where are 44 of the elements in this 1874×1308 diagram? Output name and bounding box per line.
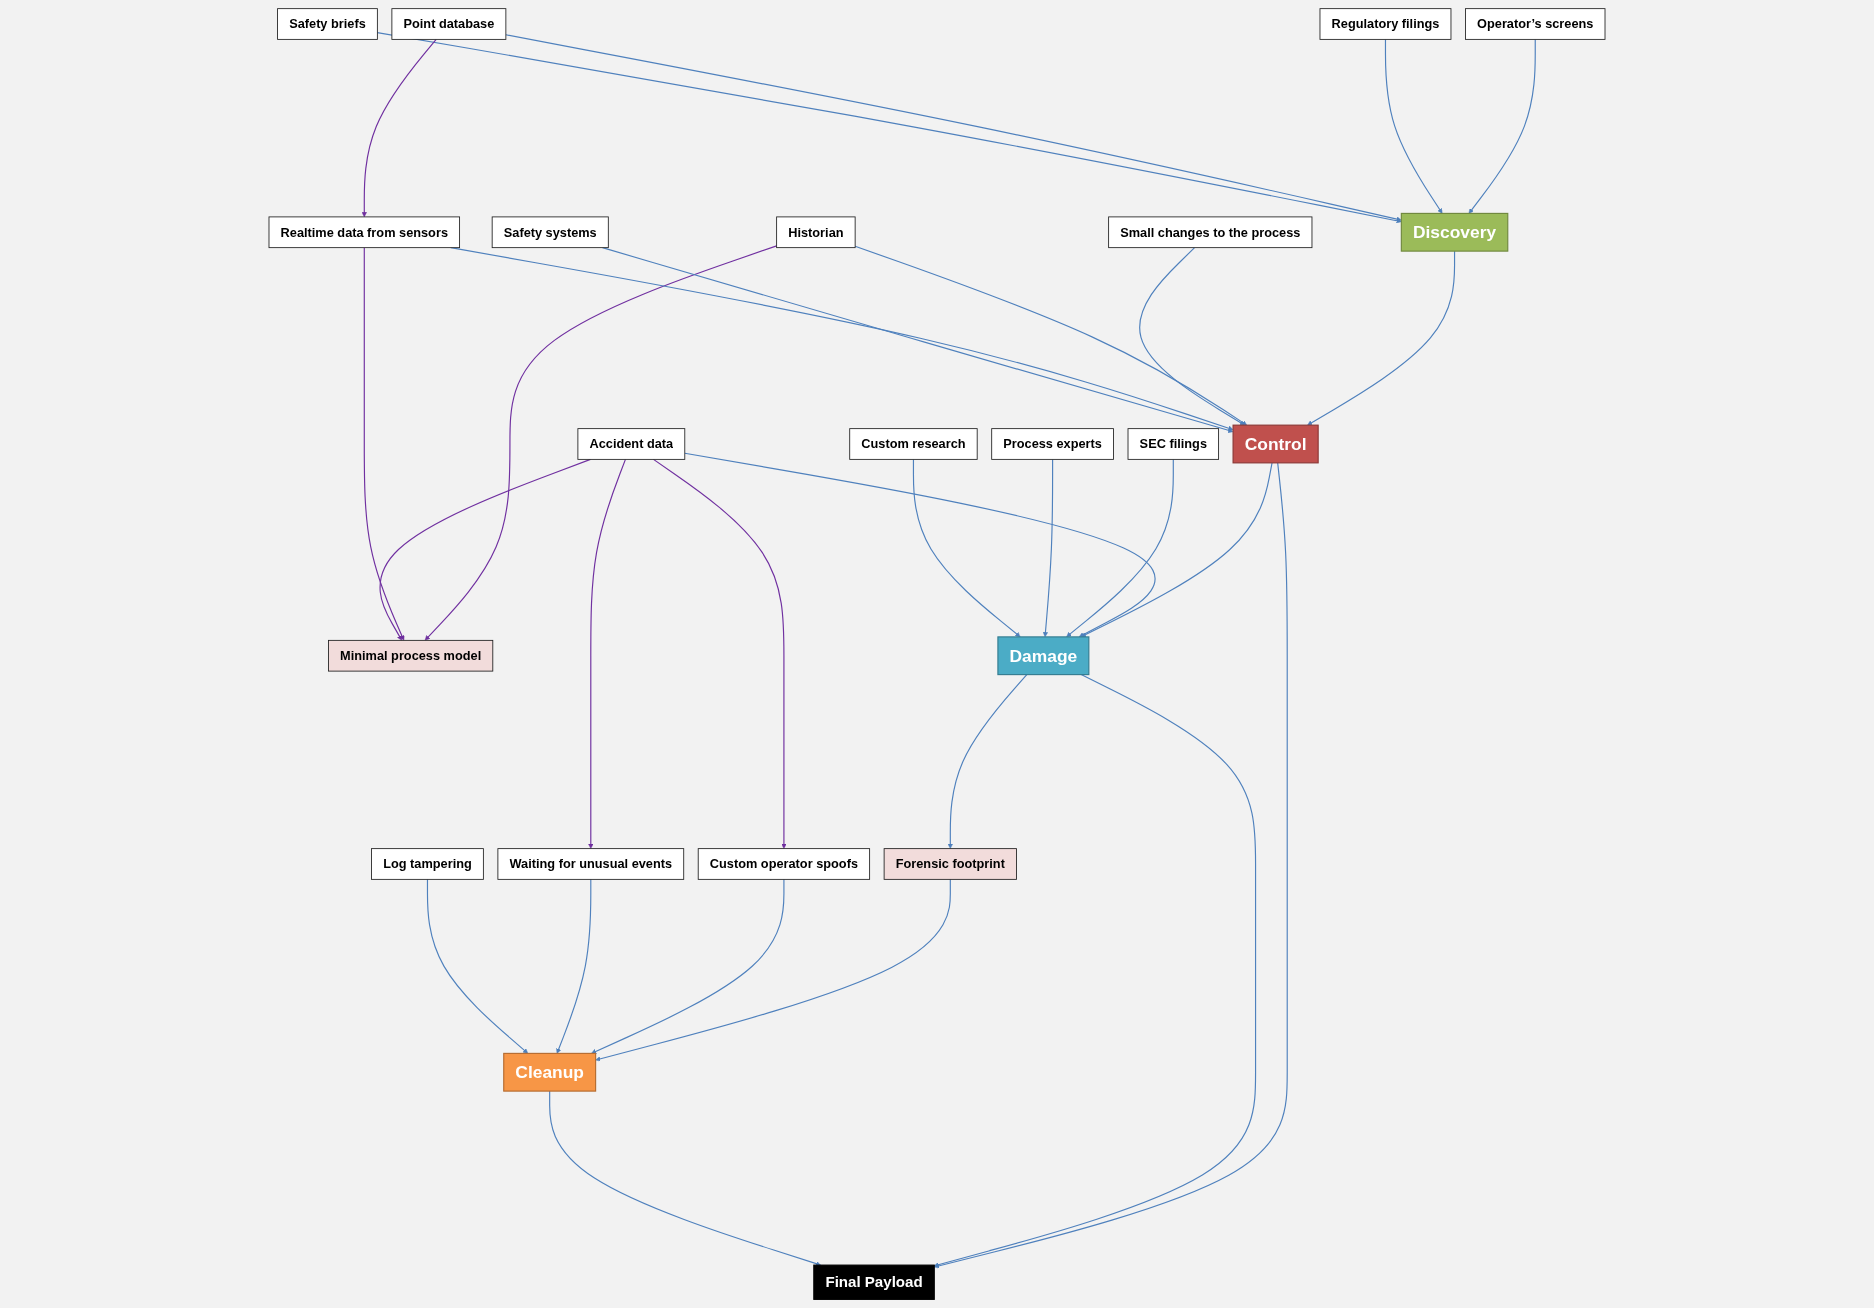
arrow	[947, 674, 1028, 849]
node-box: Safety systems	[491, 216, 609, 249]
arrow	[684, 452, 1156, 638]
node-box: Custom research	[849, 428, 978, 460]
node-box: Small changes to the process	[1108, 216, 1313, 249]
node-box: Regulatory filings	[1319, 8, 1452, 40]
arrow	[934, 674, 1257, 1268]
arrow	[912, 458, 1021, 638]
arrow	[426, 878, 529, 1054]
node-box: Final Payload	[813, 1264, 935, 1300]
node-box: Control	[1232, 424, 1319, 464]
node-box: Realtime data from sensors	[268, 216, 460, 249]
arrow	[424, 245, 778, 641]
arrow	[1384, 38, 1443, 214]
node-box: Cleanup	[503, 1052, 597, 1092]
node-box: Process experts	[991, 428, 1114, 460]
arrow	[854, 245, 1247, 426]
arrow	[556, 878, 592, 1054]
node-box: Damage	[997, 636, 1090, 676]
node-box: Forensic footprint	[883, 848, 1017, 880]
arrow	[361, 38, 437, 218]
arrow	[1307, 250, 1456, 426]
arrow	[934, 462, 1288, 1269]
arrow	[591, 878, 785, 1054]
arrow	[1042, 458, 1054, 638]
node-box: Safety briefs	[277, 8, 378, 40]
node-box: Minimal process model	[328, 639, 494, 672]
node-box: Log tampering	[371, 848, 484, 880]
arrow	[363, 247, 405, 641]
node-box: Accident data	[577, 428, 686, 460]
node-box: SEC filings	[1127, 428, 1219, 460]
arrow	[595, 878, 951, 1062]
arrow	[1066, 458, 1174, 638]
node-box: Historian	[776, 216, 856, 249]
node-box: Waiting for unusual events	[497, 848, 685, 880]
arrow	[549, 1090, 821, 1267]
arrow	[588, 458, 627, 849]
node-box: Custom operator spoofs	[697, 848, 871, 880]
arrow	[1139, 247, 1245, 426]
node-box: Operator’s screens	[1465, 8, 1606, 40]
arrow	[1468, 38, 1536, 214]
node-box: Point database	[391, 8, 507, 40]
node-box: Discovery	[1400, 212, 1509, 252]
arrow	[652, 458, 787, 849]
